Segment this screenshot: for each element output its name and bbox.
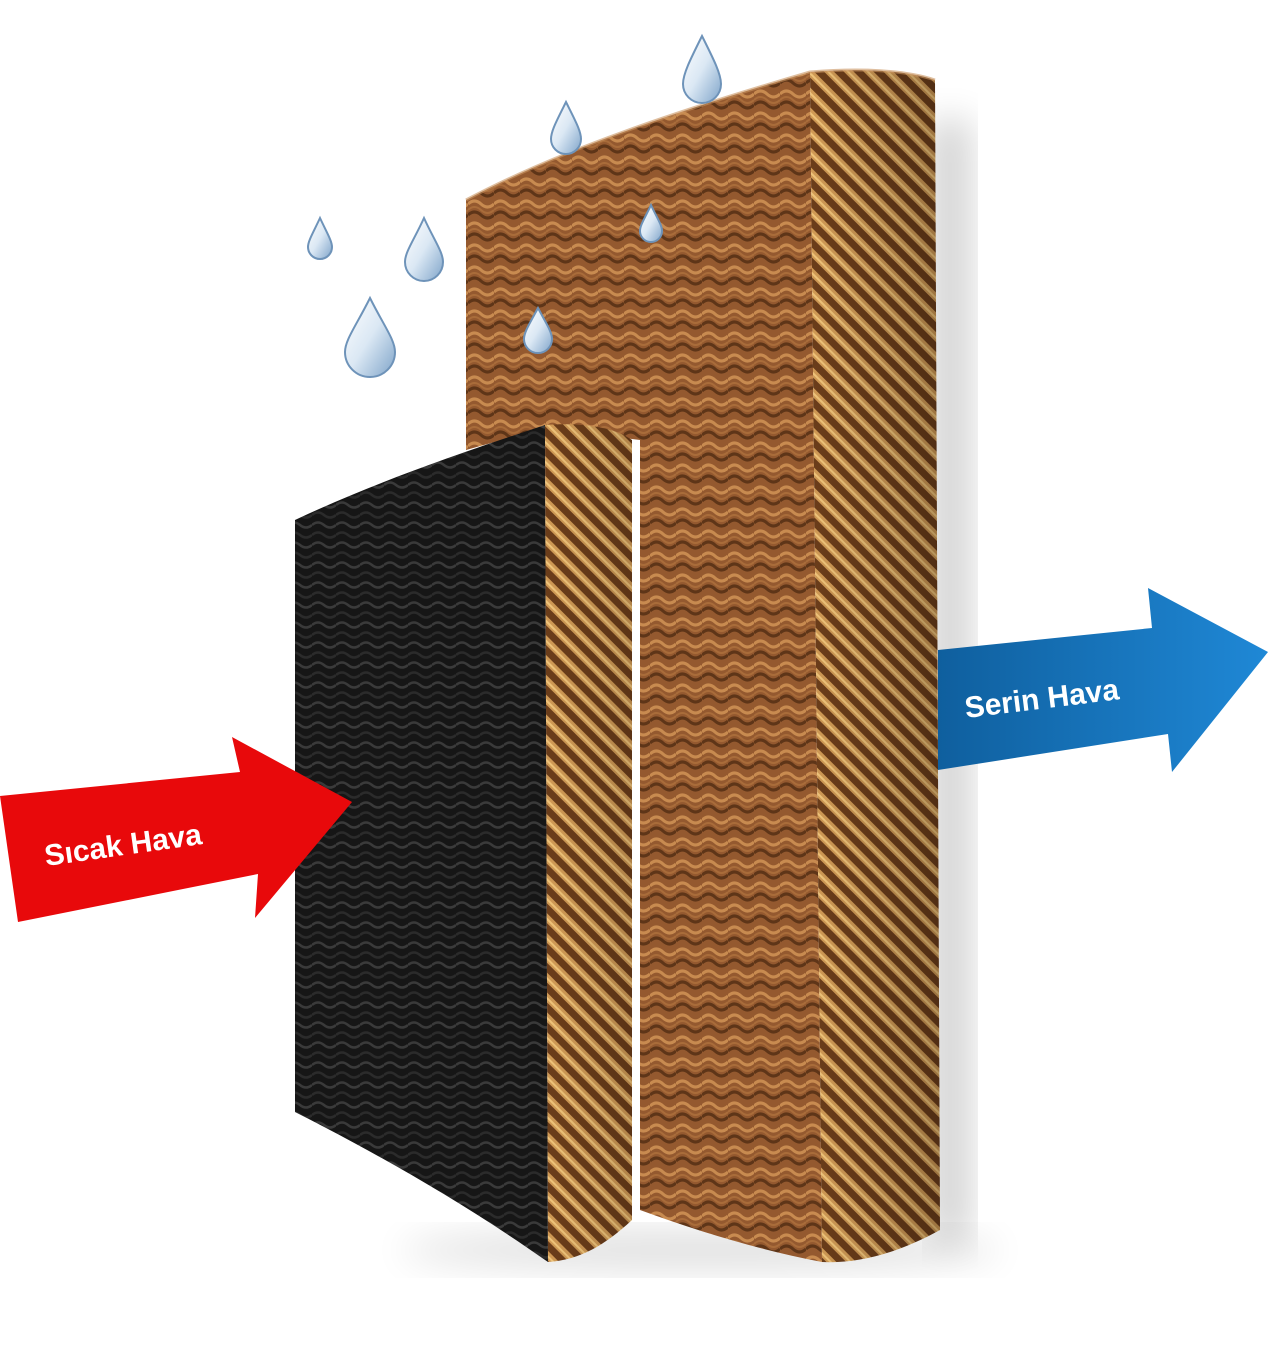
water-drop-icon [403, 215, 445, 282]
water-drops [306, 33, 723, 378]
arrow-right-icon [938, 588, 1268, 772]
hot-air-arrow: Sıcak Hava [0, 737, 352, 922]
water-drop-icon [343, 295, 397, 378]
brown-pad-front-face [466, 72, 822, 1262]
black-cooling-pad [295, 424, 632, 1263]
cool-air-arrow: Serin Hava [938, 588, 1268, 772]
water-drop-icon [549, 99, 583, 155]
arrow-right-icon [0, 737, 352, 922]
water-drop-icon [522, 305, 554, 354]
water-drop-icon [638, 202, 664, 243]
brown-cooling-pad [465, 68, 940, 1263]
black-pad-front-face [295, 425, 548, 1262]
water-drop-icon [306, 215, 334, 260]
water-drop-icon [681, 33, 723, 104]
